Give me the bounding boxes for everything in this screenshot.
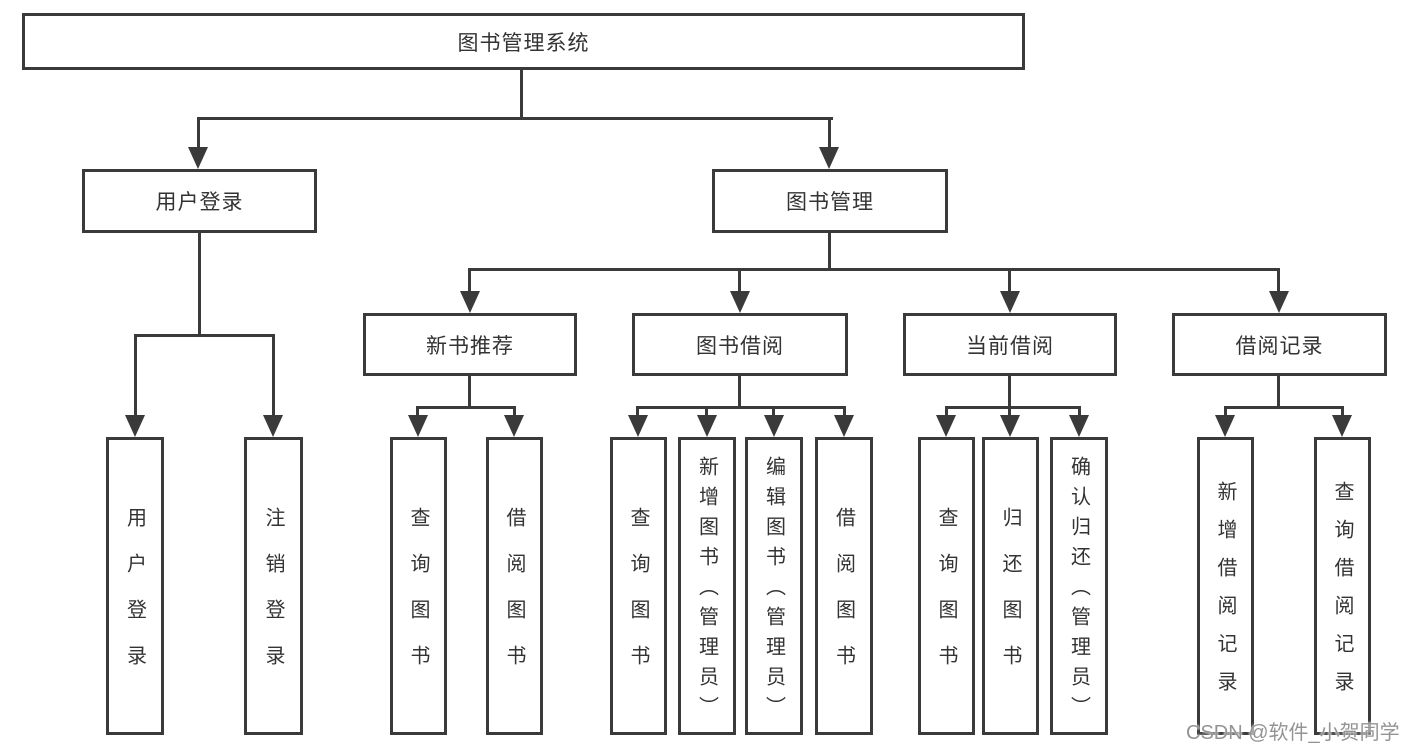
connector-line — [945, 406, 948, 416]
arrowhead-down-icon — [697, 415, 717, 437]
node-current-borrow-label: 当前借阅 — [966, 334, 1054, 358]
leaf-user-login-label: 用户登录 — [123, 507, 146, 691]
arrowhead-down-icon — [936, 415, 956, 437]
connector-line — [1341, 406, 1344, 416]
connector-line — [1008, 376, 1011, 408]
connector-line — [468, 376, 471, 408]
arrowhead-down-icon — [730, 291, 750, 313]
arrowhead-down-icon — [188, 147, 208, 169]
node-root: 图书管理系统 — [22, 13, 1025, 70]
arrowhead-down-icon — [764, 415, 784, 437]
node-current-borrow: 当前借阅 — [903, 313, 1117, 376]
leaf-logout-label: 注销登录 — [262, 507, 284, 691]
arrowhead-down-icon — [834, 415, 854, 437]
arrowhead-down-icon — [263, 415, 283, 437]
connector-line — [513, 406, 516, 416]
leaf-borrow-books-recommend: 借阅图书 — [486, 437, 543, 735]
connector-line — [738, 268, 741, 292]
connector-line — [1224, 406, 1227, 416]
leaf-add-borrow-record: 新增借阅记录 — [1197, 437, 1254, 735]
arrowhead-down-icon — [628, 415, 648, 437]
connector-line — [134, 334, 137, 416]
connector-line — [1277, 268, 1280, 292]
arrowhead-down-icon — [1000, 291, 1020, 313]
node-new-book-recommend-label: 新书推荐 — [426, 334, 514, 358]
leaf-edit-book-admin: 编辑图书（管理员） — [745, 437, 803, 735]
connector-line — [738, 376, 741, 408]
leaf-confirm-return-admin: 确认归还（管理员） — [1050, 437, 1108, 735]
connector-line — [772, 406, 775, 416]
connector-line — [705, 406, 708, 416]
connector-line — [945, 406, 1081, 409]
arrowhead-down-icon — [819, 147, 839, 169]
connector-line — [636, 406, 639, 416]
leaf-query-books-recommend-label: 查询图书 — [407, 507, 429, 691]
leaf-add-book-admin: 新增图书（管理员） — [678, 437, 736, 735]
leaf-query-borrow-record-label: 查询借阅记录 — [1331, 481, 1353, 709]
connector-line — [843, 406, 846, 416]
leaf-borrow-books-borrow-label: 借阅图书 — [832, 507, 855, 691]
node-book-management: 图书管理 — [712, 169, 948, 233]
csdn-watermark: CSDN @软件_小贺同学 — [1186, 722, 1400, 744]
arrowhead-down-icon — [1000, 415, 1020, 437]
connector-line — [416, 406, 419, 416]
arrowhead-down-icon — [1215, 415, 1235, 437]
connector-line — [1008, 268, 1011, 292]
node-borrow-records-label: 借阅记录 — [1235, 334, 1324, 358]
node-book-borrow-label: 图书借阅 — [696, 334, 784, 358]
arrowhead-down-icon — [1332, 415, 1352, 437]
leaf-query-books-borrow-label: 查询图书 — [627, 507, 649, 691]
connector-line — [468, 268, 1280, 271]
node-user-login-label: 用户登录 — [155, 191, 244, 214]
leaf-query-borrow-record: 查询借阅记录 — [1314, 437, 1371, 735]
node-new-book-recommend: 新书推荐 — [363, 313, 577, 376]
connector-line — [197, 117, 833, 120]
leaf-query-books-current: 查询图书 — [918, 437, 975, 735]
leaf-return-books-label: 归还图书 — [999, 507, 1021, 691]
leaf-query-books-borrow: 查询图书 — [610, 437, 667, 735]
node-user-login: 用户登录 — [82, 169, 317, 233]
connector-line — [1224, 406, 1344, 409]
connector-line — [1277, 376, 1280, 408]
leaf-query-books-recommend: 查询图书 — [390, 437, 447, 735]
arrowhead-down-icon — [408, 415, 428, 437]
leaf-borrow-books-recommend-label: 借阅图书 — [503, 507, 525, 691]
connector-line — [197, 117, 200, 148]
node-book-management-label: 图书管理 — [786, 191, 874, 214]
leaf-logout: 注销登录 — [244, 437, 303, 735]
leaf-borrow-books-borrow: 借阅图书 — [815, 437, 873, 735]
leaf-query-books-current-label: 查询图书 — [935, 507, 957, 691]
connector-line — [134, 334, 275, 337]
connector-line — [468, 268, 471, 292]
arrowhead-down-icon — [1269, 291, 1289, 313]
leaf-edit-book-admin-label: 编辑图书（管理员） — [762, 456, 785, 726]
connector-line — [272, 334, 275, 416]
connector-line — [520, 70, 523, 119]
connector-line — [828, 117, 831, 148]
leaf-confirm-return-admin-label: 确认归还（管理员） — [1067, 456, 1090, 726]
leaf-add-book-admin-label: 新增图书（管理员） — [695, 456, 718, 726]
connector-line — [1008, 406, 1011, 416]
leaf-return-books: 归还图书 — [982, 437, 1039, 735]
connector-line — [416, 406, 516, 409]
leaf-user-login: 用户登录 — [106, 437, 164, 735]
node-root-label: 图书管理系统 — [457, 31, 590, 55]
arrowhead-down-icon — [504, 415, 524, 437]
arrowhead-down-icon — [460, 291, 480, 313]
arrowhead-down-icon — [1069, 415, 1089, 437]
connector-line — [828, 233, 831, 271]
leaf-add-borrow-record-label: 新增借阅记录 — [1214, 481, 1236, 709]
node-book-borrow: 图书借阅 — [632, 313, 848, 376]
connector-line — [636, 406, 846, 409]
connector-line — [1078, 406, 1081, 416]
connector-line — [198, 233, 201, 336]
node-borrow-records: 借阅记录 — [1172, 313, 1387, 376]
arrowhead-down-icon — [125, 415, 145, 437]
